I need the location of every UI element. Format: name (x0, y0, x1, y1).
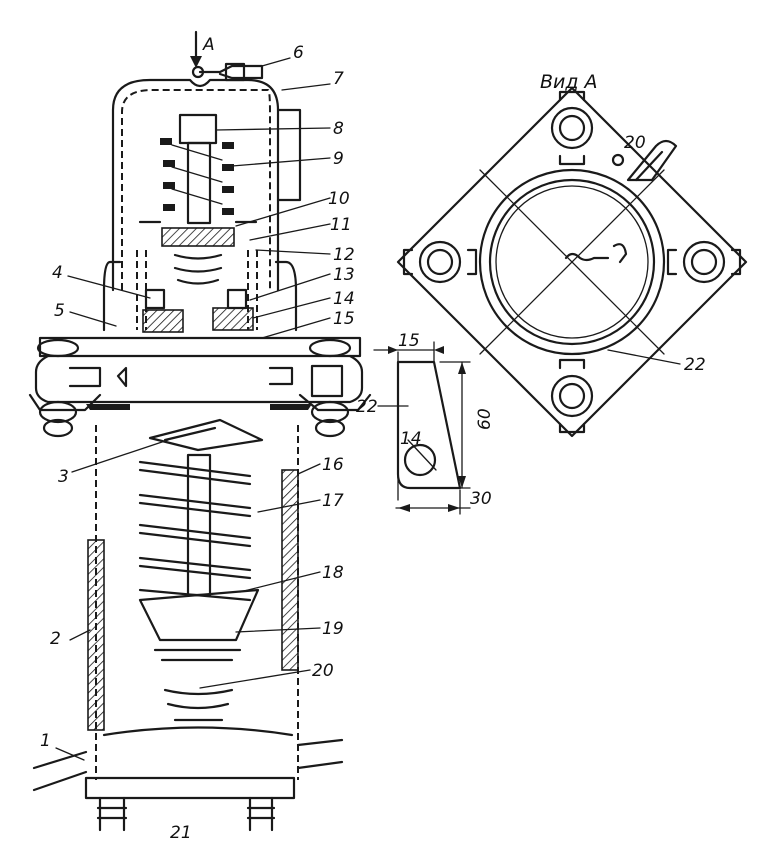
view-title: Вид А (540, 71, 598, 93)
callout-6: 6 (293, 43, 304, 63)
callout-3: 3 (58, 467, 69, 487)
callout-13: 13 (333, 265, 355, 285)
arrow-label: А (202, 35, 215, 55)
flange-diamond (396, 86, 748, 438)
dim-bottom: 30 (470, 489, 492, 509)
spring-plate (161, 227, 235, 247)
inner-circle (488, 178, 656, 346)
outer-circle (478, 168, 666, 356)
callout-14: 14 (333, 289, 355, 309)
callout-16: 16 (322, 455, 344, 475)
callout-1: 1 (40, 731, 51, 751)
callout-19: 19 (322, 619, 344, 639)
seal-hook (626, 139, 678, 182)
view-callout-20: 20 (624, 133, 646, 153)
dim-top: 15 (398, 331, 420, 351)
callout-4: 4 (52, 263, 63, 283)
view-callout-22: 22 (684, 355, 706, 375)
detail-hole-label: 14 (400, 429, 422, 449)
detail-part-22: 15 60 30 22 14 (356, 331, 495, 515)
center-chain (564, 243, 628, 264)
dim-height: 60 (475, 408, 495, 430)
leader-lines (55, 57, 331, 761)
callout-20: 20 (312, 661, 334, 681)
cap-inner (121, 89, 271, 290)
cap-bump (276, 108, 302, 202)
callout-7: 7 (333, 69, 344, 89)
callout-11: 11 (330, 215, 352, 235)
callout-21: 21 (170, 823, 192, 843)
seal-pin (198, 64, 264, 80)
view-a: Вид А 20 22 (396, 71, 748, 438)
sectional-view: А 6 7 8 9 10 11 12 13 14 15 4 5 3 16 17 … (28, 30, 372, 843)
seal-right (212, 307, 254, 331)
stem-top (178, 113, 218, 145)
callout-10: 10 (328, 189, 350, 209)
callout-2: 2 (50, 629, 61, 649)
callout-15: 15 (333, 309, 355, 329)
bolts (402, 90, 742, 434)
pipe (32, 750, 88, 792)
piston (138, 588, 260, 642)
seal-left (142, 309, 184, 333)
cylinder-wall-left (87, 539, 105, 731)
cap-outline (111, 78, 280, 292)
callout-8: 8 (333, 119, 344, 139)
bracket-hole (403, 443, 437, 477)
upper-spring (160, 138, 234, 215)
detail-part-label: 22 (356, 397, 378, 417)
callout-5: 5 (54, 301, 65, 321)
callout-9: 9 (333, 149, 344, 169)
callout-12: 12 (333, 245, 355, 265)
valve-disc (148, 418, 264, 452)
cylinder-wall-right (281, 469, 299, 671)
callout-18: 18 (322, 563, 344, 583)
flange-body (28, 336, 372, 438)
base-plate (84, 776, 296, 800)
callout-17: 17 (322, 491, 344, 511)
lower-spring (138, 460, 252, 602)
